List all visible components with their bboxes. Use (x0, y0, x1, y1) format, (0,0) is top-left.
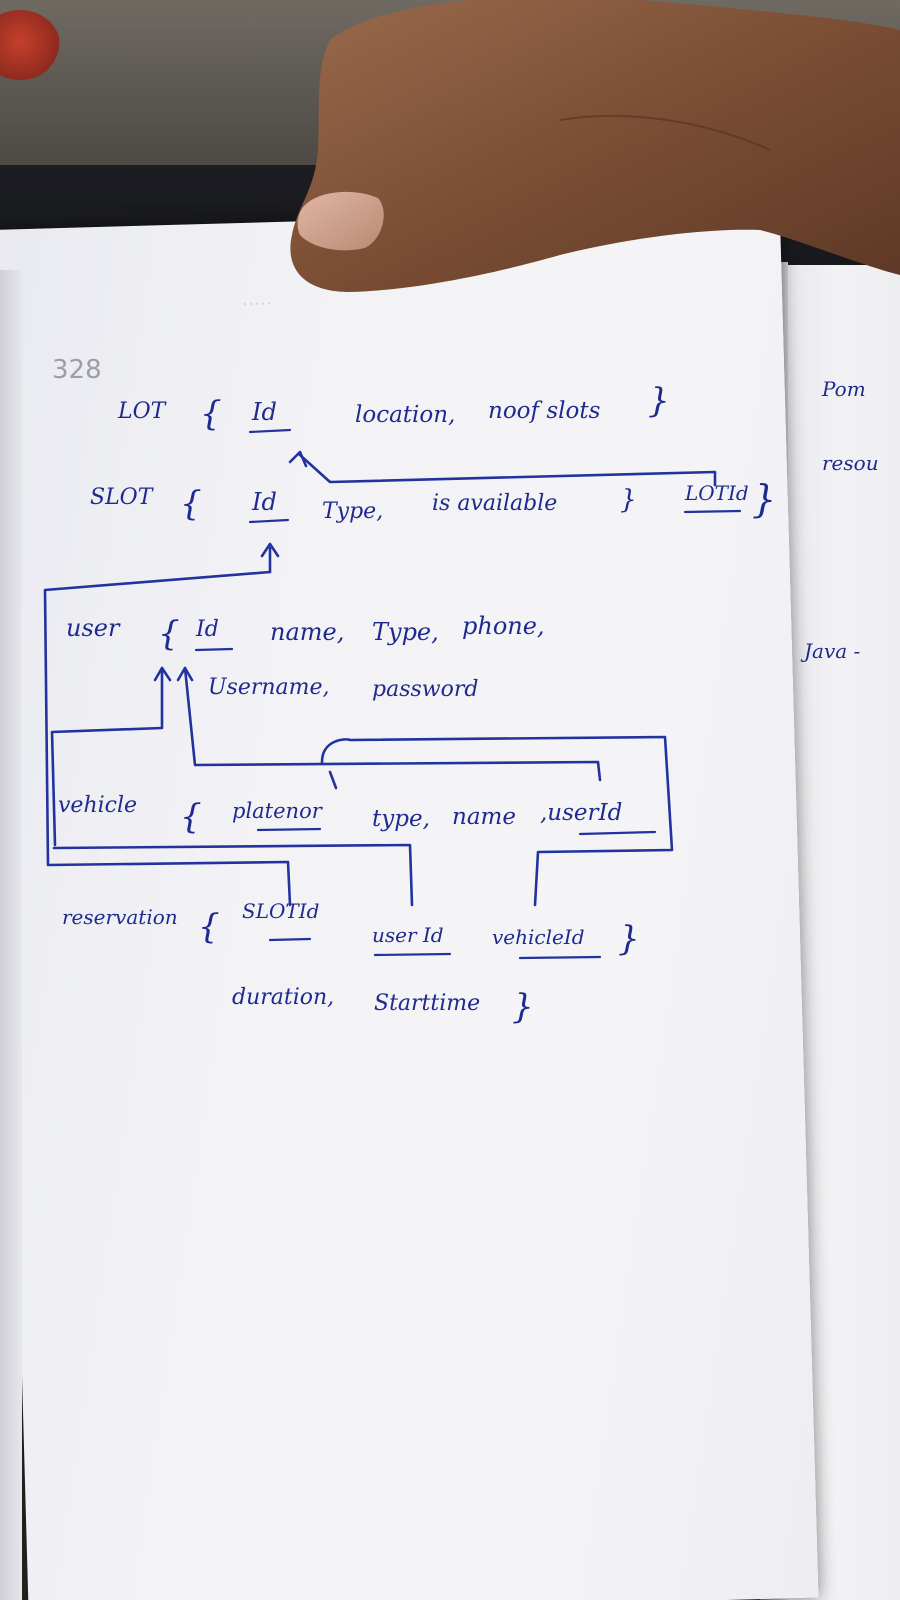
brace-open-icon: { (180, 797, 202, 837)
reservation-field-userid: user Id (372, 923, 444, 947)
brace-open-icon: { (158, 614, 180, 654)
entity-name-slot: SLOT (90, 485, 155, 510)
fk-arrow-lot (298, 453, 717, 487)
vehicle-field-plate: platenor (232, 799, 324, 823)
primary-key-underline (248, 428, 292, 434)
connector-line (328, 770, 338, 790)
reservation-field-vehicleid: vehicleId (492, 925, 585, 949)
fk-connector-vehicle-user (50, 666, 164, 847)
right-note-2: resou (822, 451, 879, 475)
reservation-field-slotid: SLOTId (242, 899, 319, 923)
brace-close-icon: } (618, 919, 640, 959)
brace-open-icon: { (180, 484, 202, 524)
page-number: 328 (52, 355, 102, 385)
arrow-head-icon (260, 542, 280, 558)
arrow-head-icon (288, 450, 308, 468)
user-field-id: Id (195, 617, 219, 642)
brace-open-icon: { (198, 907, 220, 947)
entity-name-user: user (66, 614, 121, 642)
entity-name-vehicle: vehicle (58, 793, 137, 818)
reservation-field-duration: duration, (232, 985, 334, 1010)
hand-holding-notebook (290, 0, 900, 292)
foreign-key-underline (268, 937, 312, 942)
vehicle-field-name: name (452, 804, 516, 830)
slot-field-type: Type, (322, 499, 383, 524)
lot-field-id: Id (251, 398, 277, 426)
brace-close-icon: } (648, 381, 670, 421)
fk-connector-userid (183, 666, 602, 782)
primary-key-underline (248, 518, 290, 524)
fk-connector-slotid (43, 570, 292, 907)
primary-key-underline (256, 827, 322, 832)
user-field-phone: phone, (462, 612, 545, 640)
slot-field-available: is available (432, 491, 557, 516)
entity-name-reservation: reservation (62, 905, 178, 929)
foreign-key-underline (373, 952, 452, 957)
user-field-password: password (372, 677, 478, 702)
fk-connector-vehicleid (320, 735, 674, 907)
arrow-head-icon (176, 666, 194, 682)
right-note-1: Pom (821, 377, 866, 401)
brace-open-icon: { (200, 394, 222, 434)
lot-field-location: location, (355, 402, 455, 428)
vehicle-field-userid: ,userId (540, 800, 622, 826)
fk-connector-reservation-user (52, 843, 414, 907)
user-field-type: Type, (372, 618, 439, 646)
foreign-key-underline (683, 509, 742, 514)
primary-key-underline (194, 647, 234, 652)
vehicle-field-type: type, (372, 806, 430, 832)
slot-field-lotid: LOTId (684, 481, 749, 505)
brace-close-icon: } (620, 485, 637, 515)
foreign-key-underline (518, 955, 602, 960)
page-edge-shadow (0, 270, 22, 1600)
foreign-key-underline (578, 830, 657, 836)
user-field-name: name, (270, 618, 344, 646)
slot-field-id: Id (251, 488, 277, 516)
lot-field-slots: noof slots (488, 398, 601, 424)
entity-name-lot: LOT (117, 399, 168, 424)
brace-close-icon: } (512, 987, 534, 1027)
brace-close-icon: } (752, 477, 776, 521)
reservation-field-starttime: Starttime (374, 991, 480, 1016)
right-note-3: Java - (800, 639, 861, 663)
user-field-username: Username, (208, 675, 330, 700)
arrow-head-icon (153, 666, 172, 682)
